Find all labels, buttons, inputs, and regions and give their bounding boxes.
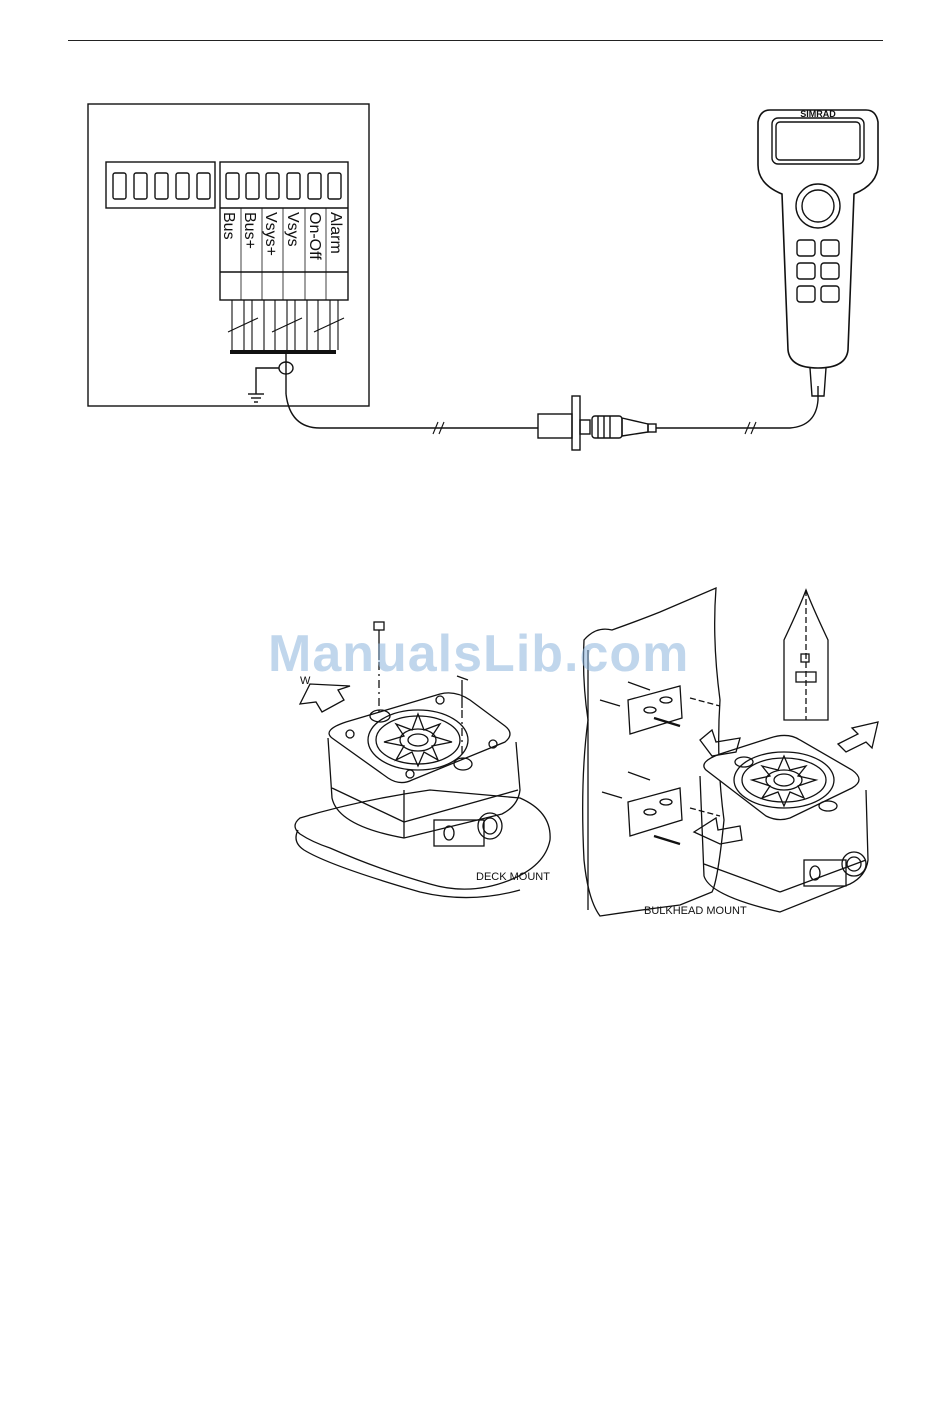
wiring-diagram: Alarm On-Off Vsys Vsys+ Bus+ Bus bbox=[0, 60, 950, 480]
remote-handset: SIMRAD bbox=[758, 109, 878, 396]
heading-arrow-deck bbox=[300, 684, 350, 712]
terminal-label-bus-plus: Bus+ bbox=[241, 212, 258, 249]
deck-mount-caption: DECK MOUNT bbox=[476, 871, 550, 883]
terminal-label-vsys: Vsys bbox=[284, 212, 301, 247]
bulkhead-connector bbox=[538, 396, 590, 450]
handset-display bbox=[772, 118, 864, 164]
cable-to-handset bbox=[656, 386, 818, 428]
terminal-label-on-off: On-Off bbox=[306, 212, 323, 260]
mounting-illustrations: W DECK MOUNT bbox=[0, 560, 950, 940]
terminal-label-bus: Bus bbox=[220, 212, 237, 240]
junction-box bbox=[88, 104, 369, 406]
ground-icon bbox=[248, 394, 264, 402]
handset-brand: SIMRAD bbox=[800, 109, 836, 119]
bulkhead-mount-caption: BULKHEAD MOUNT bbox=[644, 905, 747, 917]
deck-connector bbox=[434, 813, 502, 846]
watermark-text: ManualsLib.com bbox=[268, 624, 689, 684]
twisted-pair-wires bbox=[228, 300, 344, 353]
terminal-block-left bbox=[106, 162, 215, 208]
mounting-bracket-upper bbox=[600, 682, 720, 734]
terminal-block-left-slots bbox=[113, 173, 210, 199]
heading-arrow-bulkhead-upper bbox=[700, 730, 740, 756]
bulkhead-connector-port bbox=[804, 852, 866, 886]
boat-outline-icon bbox=[784, 590, 828, 720]
handset-plug bbox=[592, 416, 656, 438]
terminal-block-right-slots bbox=[226, 173, 341, 199]
cable-to-connector bbox=[286, 394, 538, 428]
deck-sensor-top bbox=[329, 693, 510, 783]
handset-keypad bbox=[797, 240, 839, 302]
terminal-label-vsys-plus: Vsys+ bbox=[262, 212, 279, 256]
bulkhead-sensor-top bbox=[704, 735, 859, 819]
header-rule bbox=[68, 40, 883, 41]
terminal-label-alarm: Alarm bbox=[327, 212, 344, 254]
heading-arrow-bulkhead-right bbox=[838, 722, 878, 752]
